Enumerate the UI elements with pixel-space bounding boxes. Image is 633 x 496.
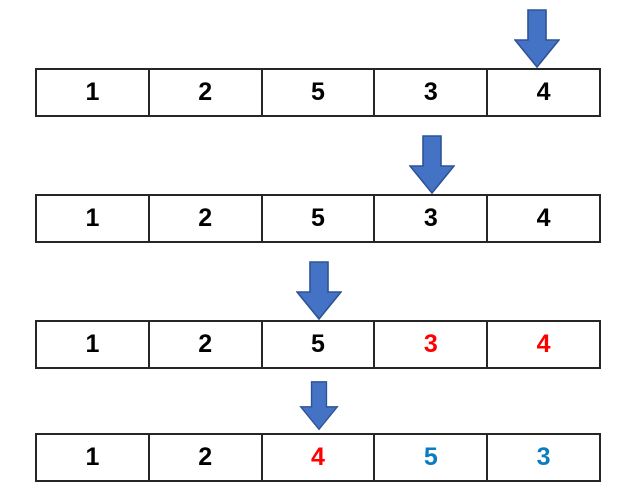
array-cell[interactable]: 5 [375, 435, 489, 480]
array-cell[interactable]: 1 [37, 435, 150, 480]
array-cell[interactable]: 1 [37, 322, 150, 367]
array-cell[interactable]: 3 [488, 435, 599, 480]
array-cell[interactable]: 2 [149, 322, 263, 367]
array-row: 1 2 4 5 3 [35, 433, 601, 482]
array-cell[interactable]: 2 [149, 435, 263, 480]
arrow-down-icon [409, 135, 455, 195]
arrow-down-icon [296, 381, 342, 431]
array-cell[interactable]: 5 [262, 322, 376, 367]
array-cell[interactable]: 1 [37, 70, 150, 115]
array-cell[interactable]: 2 [149, 70, 263, 115]
array-row: 1 2 5 3 4 [35, 68, 601, 117]
array-cell[interactable]: 3 [375, 322, 489, 367]
array-cell[interactable]: 4 [488, 196, 599, 241]
array-cell[interactable]: 1 [37, 196, 150, 241]
array-cell[interactable]: 3 [375, 196, 489, 241]
array-row: 1 2 5 3 4 [35, 194, 601, 243]
array-row: 1 2 5 3 4 [35, 320, 601, 369]
array-cell[interactable]: 5 [262, 70, 376, 115]
arrow-down-icon [296, 261, 342, 321]
array-cell[interactable]: 4 [262, 435, 376, 480]
array-cell[interactable]: 4 [488, 70, 599, 115]
array-cell[interactable]: 5 [262, 196, 376, 241]
array-cell[interactable]: 2 [149, 196, 263, 241]
arrow-down-icon [514, 9, 560, 69]
array-cell[interactable]: 4 [488, 322, 599, 367]
array-cell[interactable]: 3 [375, 70, 489, 115]
